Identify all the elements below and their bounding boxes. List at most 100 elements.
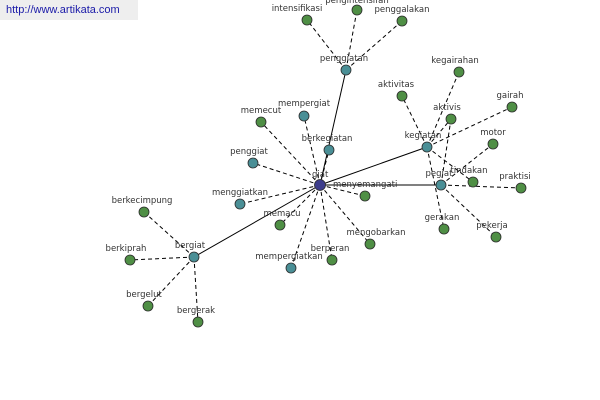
edge-bergiat-berkiprah [129,256,195,261]
node-label-mempergiat: mempergiat [278,99,331,109]
node-circle-motor [487,138,499,150]
node-circle-pekerja [490,231,502,243]
edge-kegiatan-gairah [426,106,513,148]
node-circle-penggalakan [396,15,408,27]
edges-layer [129,9,522,323]
edge-giat-memacu [279,184,321,226]
node-penggiat: penggiat [230,147,269,169]
node-label-motor: motor [480,128,506,138]
edge-kegiatan-tindakan [426,146,474,183]
node-penggalakan: penggalakan [375,5,429,27]
edge-giat-menyemangati [319,184,366,197]
edge-giat-berkegiatan [319,149,330,186]
node-label-gerakan: gerakan [425,213,460,223]
node-label-penggiat: penggiat [230,147,268,157]
node-mempergiat: mempergiat [278,99,331,122]
node-circle-mempergiatkan [285,262,297,274]
node-label-aktivitas: aktivitas [378,80,415,90]
edge-bergiat-berkecimpung [143,211,195,258]
node-giat: giat [312,170,329,191]
edge-giat-kegiatan [319,146,428,186]
node-label-tindakan: tindakan [450,166,487,176]
node-circle-berkiprah [124,254,136,266]
node-berkegiatan: berkegiatan [302,134,353,156]
node-label-kegiatan: kegiatan [405,131,442,141]
node-bergelut: bergelut [126,290,163,312]
edge-penggiatan-penggalakan [345,20,403,71]
node-aktivitas: aktivitas [378,80,415,102]
node-circle-praktisi [515,182,527,194]
node-circle-giat [314,179,326,191]
edge-pegiat-pekerja [440,184,497,238]
edge-giat-penggiatan [319,69,347,186]
node-bergiat: bergiat [175,241,206,263]
node-kegiatan: kegiatan [405,131,442,153]
edge-pegiat-praktisi [440,184,522,189]
node-label-bergelut: bergelut [126,290,162,300]
edge-giat-berperan [319,184,333,261]
node-pekerja: pekerja [476,221,508,243]
node-circle-berkegiatan [323,144,335,156]
node-pengintensifan: pengintensifan [325,0,389,16]
node-label-bergerak: bergerak [177,306,215,316]
node-circle-kegairahan [453,66,465,78]
node-label-giat: giat [312,170,329,180]
node-penggiatan: penggiatan [320,54,368,76]
node-label-berkegiatan: berkegiatan [302,134,353,144]
node-circle-memacu [274,219,286,231]
node-label-berkecimpung: berkecimpung [112,196,173,206]
node-label-memecut: memecut [241,106,282,116]
node-circle-bergelut [142,300,154,312]
node-circle-bergerak [192,316,204,328]
node-berkiprah: berkiprah [106,244,147,266]
node-tindakan: tindakan [450,166,488,188]
node-label-bergiat: bergiat [175,241,206,251]
node-label-mempergiatkan: mempergiatkan [255,252,322,262]
node-label-menggiatkan: menggiatkan [212,188,268,198]
edge-penggiatan-pengintensifan [345,9,358,71]
node-circle-aktivitas [396,90,408,102]
edge-kegiatan-aktivitas [401,95,428,148]
edge-giat-mempergiat [303,115,321,186]
node-circle-penggiat [247,157,259,169]
node-label-memacu: memacu [263,209,300,219]
edge-giat-mengobarkan [319,184,371,245]
node-circle-kegiatan [421,141,433,153]
node-label-pengintensifan: pengintensifan [325,0,388,6]
node-berkecimpung: berkecimpung [112,196,173,218]
node-circle-pegiat [435,179,447,191]
node-circle-bergiat [188,251,200,263]
edge-giat-bergiat [193,184,321,258]
node-kegairahan: kegairahan [431,56,479,78]
edge-giat-penggiat [252,162,321,186]
edge-kegiatan-aktivis [426,118,452,148]
node-label-mengobarkan: mengobarkan [347,228,406,238]
node-circle-menggiatkan [234,198,246,210]
node-gerakan: gerakan [425,213,460,235]
node-intensifikasi: intensifikasi [272,4,322,26]
node-circle-gerakan [438,223,450,235]
edge-bergiat-bergelut [147,256,195,307]
node-circle-pengintensifan [351,4,363,16]
node-circle-tindakan [467,176,479,188]
node-label-kegairahan: kegairahan [431,56,479,66]
node-motor: motor [480,128,506,150]
node-label-praktisi: praktisi [499,172,531,182]
node-circle-mengobarkan [364,238,376,250]
node-gairah: gairah [496,91,524,113]
node-circle-gairah [506,101,518,113]
node-label-berkiprah: berkiprah [106,244,147,254]
node-circle-mempergiat [298,110,310,122]
node-circle-memecut [255,116,267,128]
node-label-gairah: gairah [496,91,523,101]
node-label-aktivis: aktivis [433,103,461,113]
edge-bergiat-bergerak [193,256,199,323]
node-label-pekerja: pekerja [476,221,508,231]
node-label-menyemangati: menyemangati [333,180,397,190]
node-circle-menyemangati [359,190,371,202]
node-menyemangati: menyemangati [333,180,397,202]
node-circle-aktivis [445,113,457,125]
node-circle-penggiatan [340,64,352,76]
node-praktisi: praktisi [499,172,531,194]
